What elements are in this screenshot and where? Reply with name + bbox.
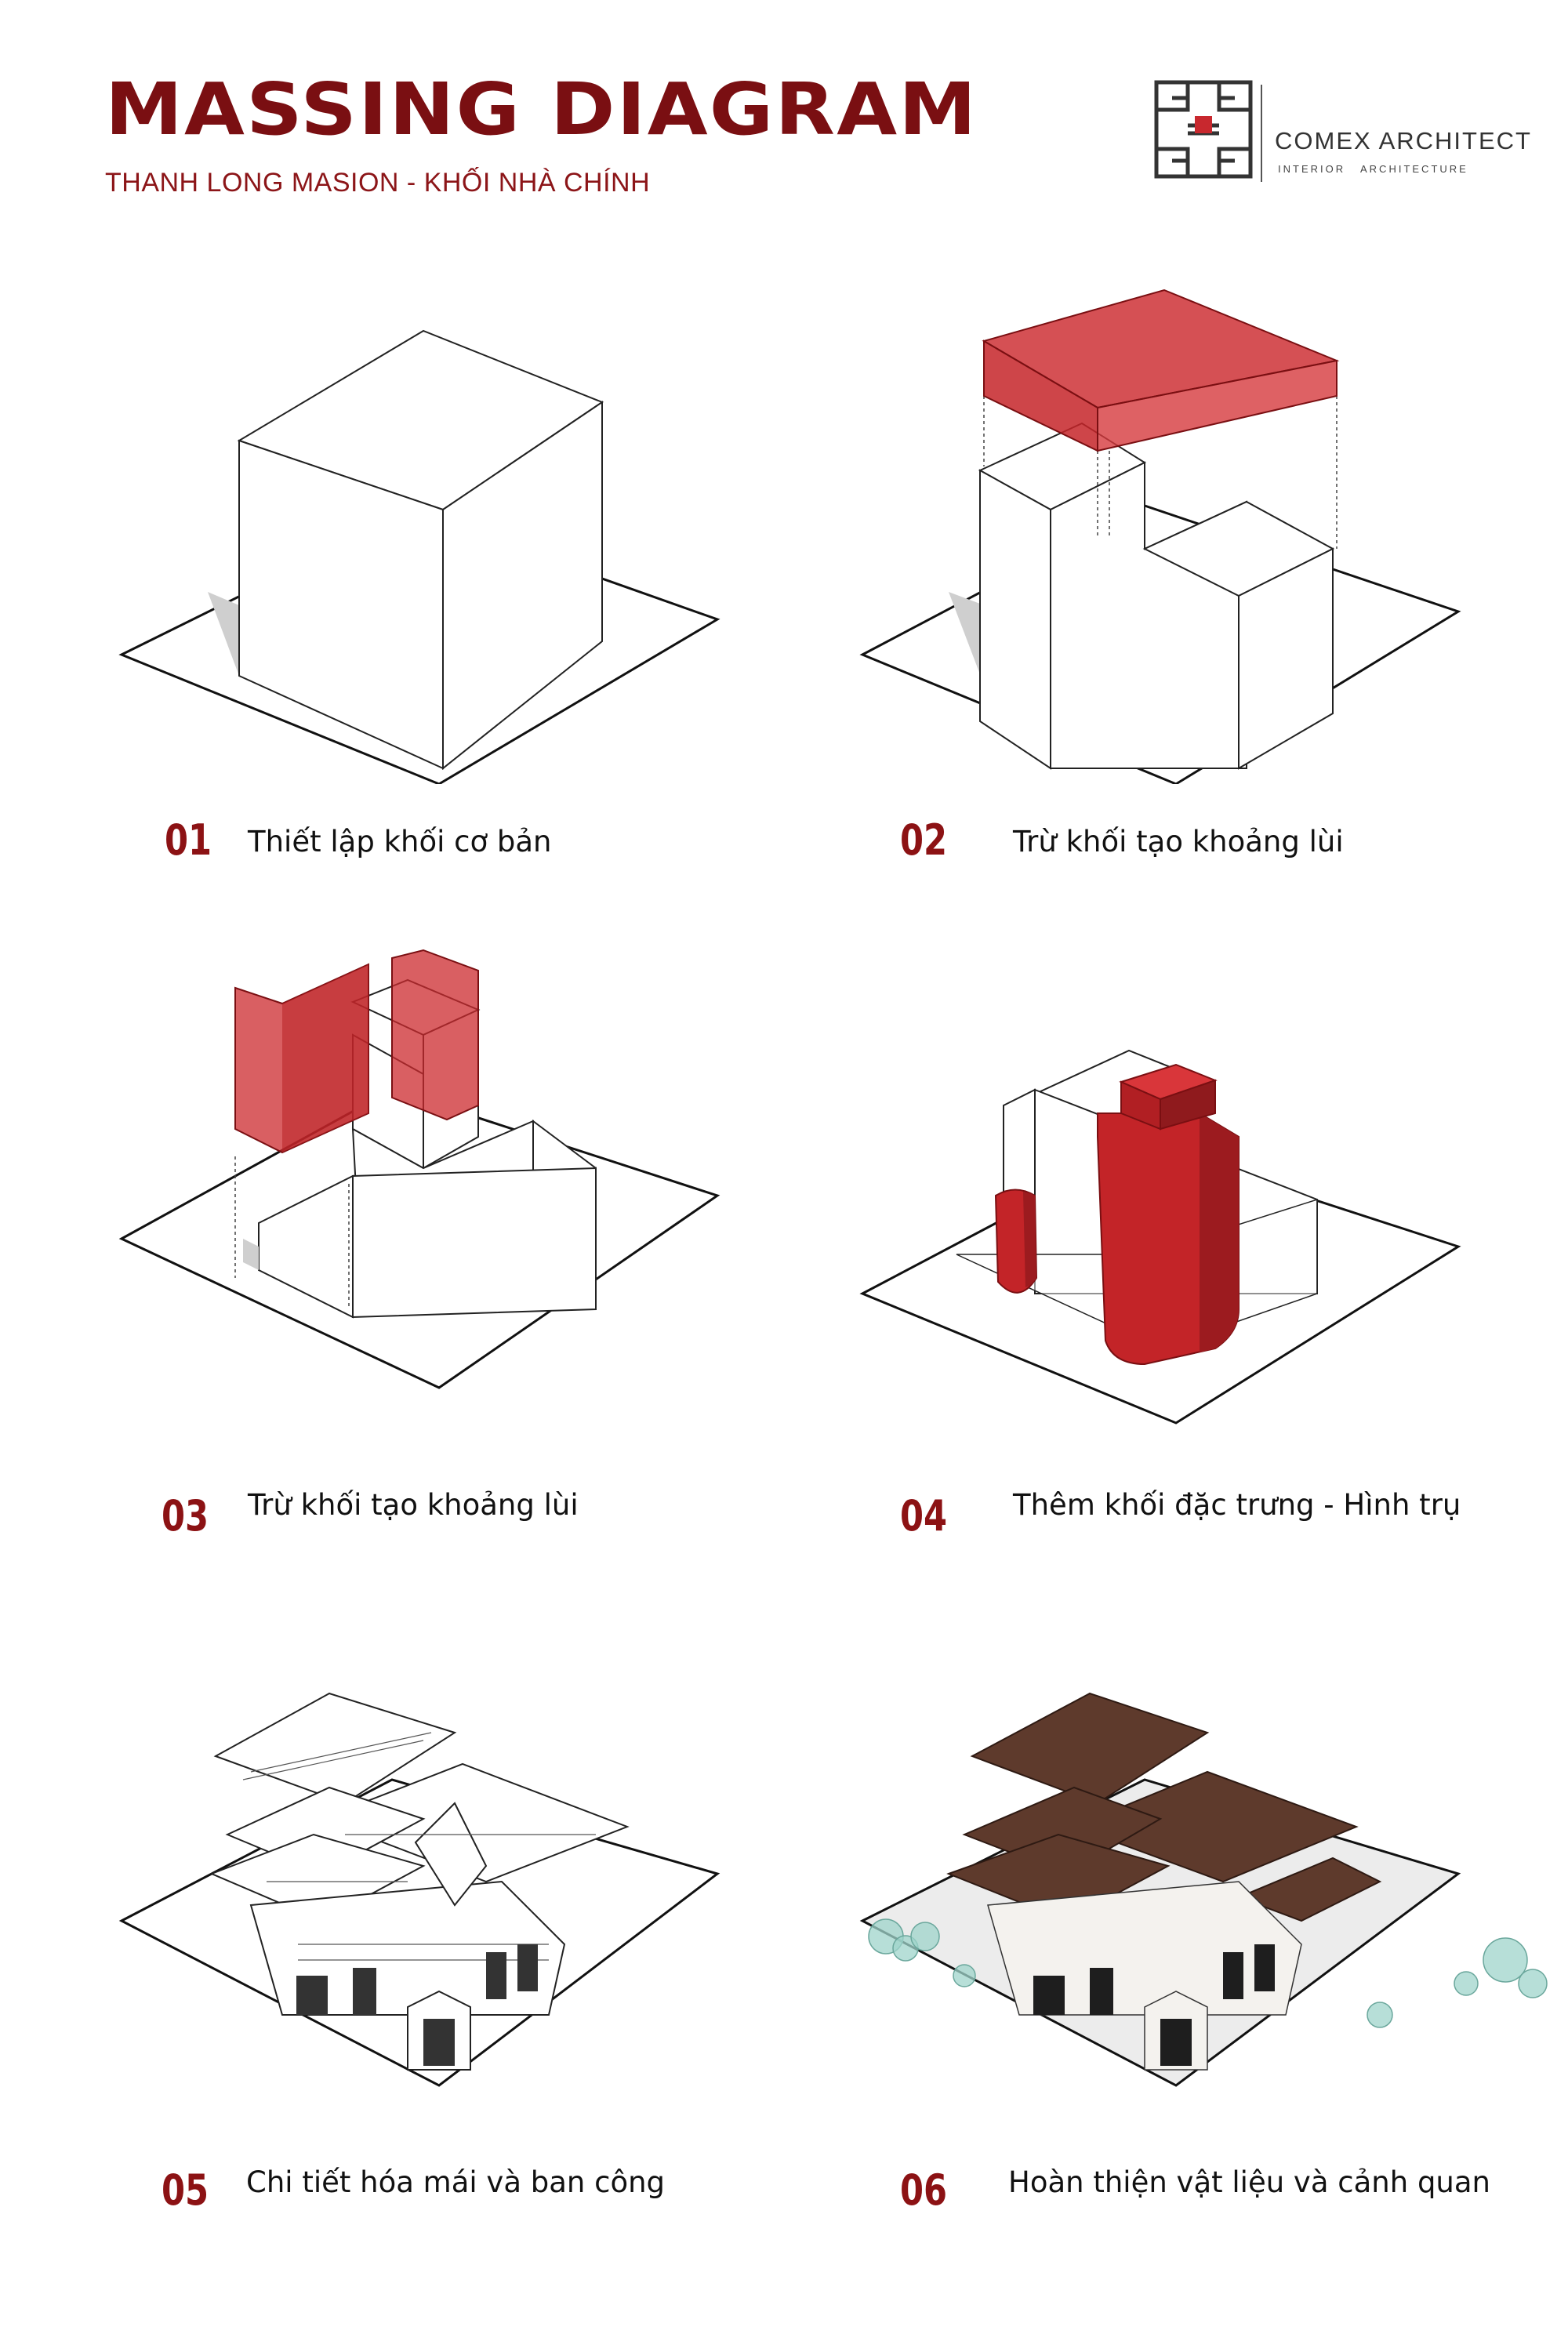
logo-mark-icon [1154, 80, 1253, 179]
diagram-step-1 [94, 314, 831, 784]
step-number-3: 03 [162, 1491, 209, 1541]
step-label-1: Thiết lập khối cơ bản [248, 825, 552, 858]
logo-tag-left: INTERIOR [1278, 163, 1346, 175]
step-label-6: Hoàn thiện vật liệu và cảnh quan [1008, 2165, 1490, 2199]
step-label-2: Trừ khối tạo khoảng lùi [1013, 825, 1344, 858]
step-label-3: Trừ khối tạo khoảng lùi [248, 1488, 579, 1522]
diagram-step-6 [831, 1646, 1568, 2117]
logo-name: COMEX ARCHITECT [1275, 127, 1532, 154]
page-title: MASSING DIAGRAM [105, 67, 978, 151]
base-block-drawing [118, 329, 720, 784]
diagram-step-3 [94, 941, 831, 1411]
step-number-1: 01 [165, 815, 212, 865]
logo-tag-right: ARCHITECTURE [1360, 163, 1468, 175]
house-linework-drawing [118, 1692, 720, 2087]
step-label-4: Thêm khối đặc trưng - Hình trụ [1013, 1488, 1461, 1522]
house-rendered-drawing [859, 1692, 1548, 2087]
step-number-5: 05 [162, 2165, 209, 2215]
setback-drawing-2 [118, 949, 720, 1389]
setback-drawing-1 [859, 289, 1461, 784]
page-subtitle: THANH LONG MASION - KHỐI NHÀ CHÍNH [105, 168, 651, 198]
company-logo: COMEX ARCHITECT INTERIOR ARCHITECTURE [1152, 78, 1530, 188]
logo-divider [1261, 85, 1262, 182]
diagram-step-4 [831, 996, 1568, 1466]
step-label-5: Chi tiết hóa mái và ban công [246, 2165, 666, 2199]
landscape-trees [868, 1918, 1548, 2028]
step-number-2: 02 [900, 815, 948, 865]
step-number-4: 04 [900, 1491, 948, 1541]
cylinder-drawing [859, 1049, 1461, 1425]
step-number-6: 06 [900, 2165, 948, 2215]
diagram-step-2 [831, 267, 1568, 784]
diagram-step-5 [94, 1646, 831, 2117]
